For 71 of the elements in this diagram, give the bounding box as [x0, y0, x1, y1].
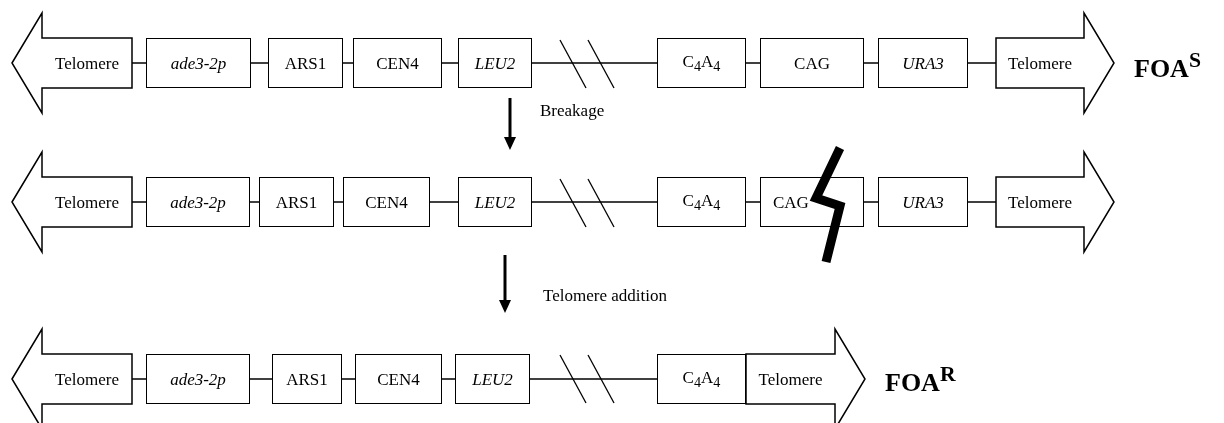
gene-element-box	[146, 354, 250, 404]
connector-line	[249, 378, 273, 380]
phenotype-label: FOA$^{R}$	[885, 364, 956, 396]
gene-element-box	[259, 177, 334, 227]
telomere-arrow-shape	[12, 329, 132, 423]
connector-line	[967, 201, 997, 203]
connector-line	[429, 201, 459, 203]
connector-line	[863, 62, 879, 64]
gene-element-box	[878, 177, 968, 227]
connector-line	[863, 201, 879, 203]
telomere-arrow-shape	[12, 13, 132, 113]
element-label: LEU2	[474, 54, 516, 72]
connector-line	[531, 201, 658, 203]
gene-element-box	[458, 38, 532, 88]
gene-element-box	[272, 354, 342, 404]
element-label: C$_{4}$A$_{4}$	[682, 191, 721, 213]
element-label: ARS1	[286, 370, 328, 388]
element-label: LEU2	[472, 370, 513, 388]
gene-element-box	[268, 38, 343, 88]
gene-element-box	[657, 354, 746, 404]
element-label: Telomere	[1008, 54, 1072, 72]
element-label: Telomere	[55, 370, 119, 388]
element-label: CEN4	[377, 370, 420, 388]
connector-line	[342, 62, 354, 64]
element-label: CEN4	[365, 193, 408, 211]
step-label: Breakage	[540, 102, 605, 119]
telomere-arrow-shape	[996, 152, 1114, 252]
connector-line	[333, 201, 344, 203]
gene-element-box	[760, 38, 864, 88]
element-label: ade3-2p	[170, 193, 226, 211]
gene-element-box	[455, 354, 530, 404]
element-label: ARS1	[284, 54, 327, 72]
connector-line	[341, 378, 356, 380]
connector-line	[250, 62, 269, 64]
element-label: LEU2	[474, 193, 516, 211]
connector-line	[441, 62, 459, 64]
telomere-arrow-shape	[12, 152, 132, 252]
connector-line	[745, 201, 761, 203]
element-label: Telomere	[55, 54, 119, 72]
element-label: Telomere	[55, 193, 119, 211]
step-label: Telomere addition	[543, 287, 667, 304]
gene-element-box	[355, 354, 442, 404]
gene-element-box	[458, 177, 532, 227]
connector-line	[529, 378, 658, 380]
element-label: ARS1	[275, 193, 318, 211]
phenotype-label: FOA$^{S}$	[1134, 50, 1201, 82]
element-label: CAG	[794, 54, 830, 72]
element-label: Telomere	[1008, 193, 1072, 211]
element-label: CEN4	[376, 54, 419, 72]
connector-line	[531, 62, 658, 64]
gene-element-box	[657, 38, 746, 88]
element-label: C$_{4}$A$_{4}$	[682, 368, 721, 390]
gene-element-box	[657, 177, 746, 227]
element-label: ade3-2p	[170, 370, 226, 388]
connector-line	[249, 201, 260, 203]
telomere-arrow-shape	[746, 329, 865, 423]
connector-line	[967, 62, 997, 64]
telomere-arrow-shape	[996, 13, 1114, 113]
element-label: C$_{4}$A$_{4}$	[682, 52, 721, 74]
gene-element-box	[353, 38, 442, 88]
element-label: URA3	[902, 193, 944, 211]
element-label: Telomere	[758, 370, 823, 388]
connector-line	[441, 378, 456, 380]
element-label: ade3-2p	[170, 54, 227, 72]
element-label: URA3	[902, 54, 944, 72]
gene-element-box	[878, 38, 968, 88]
element-label: CAG	[773, 193, 809, 211]
connector-line	[745, 62, 761, 64]
gene-element-box	[343, 177, 430, 227]
gene-element-box	[146, 177, 250, 227]
gene-element-box	[146, 38, 251, 88]
